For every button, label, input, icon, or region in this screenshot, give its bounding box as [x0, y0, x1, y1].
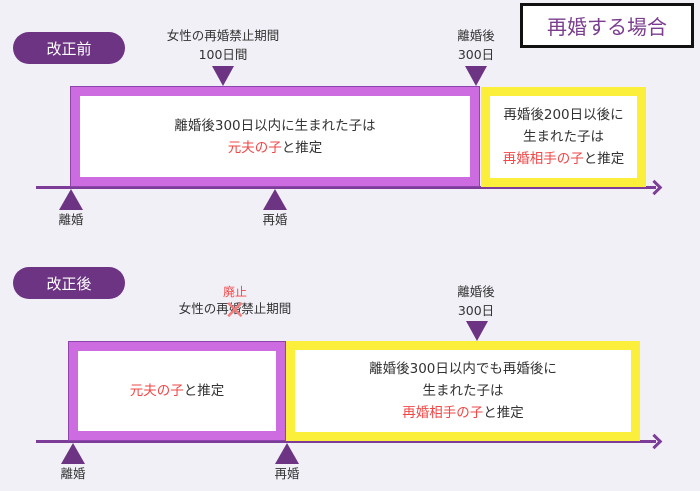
before-reform-pill: 改正前 — [13, 32, 125, 64]
after-day300-marker-icon — [466, 321, 488, 341]
before-divorce-marker-icon — [59, 189, 83, 210]
after-ex-husband-period-box: 元夫の子と推定 — [68, 341, 286, 441]
before-waiting-period-marker-icon — [212, 66, 234, 86]
before-new-husband-period-box: 再婚後200日以後に 生まれた子は 再婚相手の子と推定 — [481, 87, 646, 187]
before-yellow-box-line2: 生まれた子は — [523, 129, 604, 145]
ex-husband-child-highlight: 元夫の子 — [129, 383, 184, 399]
before-timeline-axis — [36, 186, 656, 189]
after-new-husband-period-box: 離婚後300日以内でも再婚後に 生まれた子は 再婚相手の子と推定 — [286, 341, 640, 441]
before-ex-husband-period-box: 離婚後300日以内に生まれた子は 元夫の子と推定 — [70, 86, 480, 187]
abolished-label: 廃止 — [222, 285, 247, 299]
day300-line1: 離婚後 — [457, 284, 495, 299]
after-timeline-arrow-icon — [646, 433, 663, 450]
day300-line2: 300日 — [457, 47, 495, 62]
before-remarriage-marker-icon — [263, 189, 287, 210]
after-purple-box-line1: 元夫の子と推定 — [130, 380, 225, 402]
before-yellow-box-line3: 再婚相手の子と推定 — [503, 148, 625, 170]
abolished-cross-icon: ✕ — [224, 296, 246, 326]
after-day300-label: 離婚後 300日 — [446, 282, 506, 320]
after-yellow-box-line2: 生まれた子は — [422, 383, 504, 399]
presumed-text: と推定 — [183, 383, 225, 399]
after-waiting-period-label: 女性の再婚禁止期間 — [178, 301, 292, 316]
before-day300-marker-icon — [465, 66, 487, 86]
day300-line2: 300日 — [457, 303, 495, 318]
before-timeline-arrow-icon — [646, 179, 663, 196]
before-purple-box-line2: 元夫の子と推定 — [174, 137, 375, 159]
ex-husband-child-highlight: 元夫の子 — [227, 139, 282, 156]
after-yellow-box-line3: 再婚相手の子と推定 — [369, 402, 557, 424]
after-remarriage-marker-icon — [275, 443, 299, 464]
before-remarriage-label: 再婚 — [262, 212, 288, 227]
after-divorce-label: 離婚 — [60, 466, 86, 481]
day300-line1: 離婚後 — [457, 28, 495, 43]
presumed-text: と推定 — [281, 139, 323, 156]
after-reform-pill: 改正後 — [13, 267, 125, 299]
before-yellow-box-line1: 再婚後200日以後に — [503, 107, 624, 123]
new-husband-child-highlight: 再婚相手の子 — [402, 405, 484, 421]
diagram-title: 再婚する場合 — [520, 3, 694, 48]
after-yellow-box-line1: 離婚後300日以内でも再婚後に — [369, 361, 557, 377]
before-day300-label: 離婚後 300日 — [446, 26, 506, 64]
before-purple-box-line1: 離婚後300日以内に生まれた子は — [174, 117, 376, 134]
after-remarriage-label: 再婚 — [274, 466, 300, 481]
new-husband-child-highlight: 再婚相手の子 — [502, 151, 584, 167]
after-divorce-marker-icon — [61, 443, 85, 464]
before-divorce-label: 離婚 — [58, 212, 84, 227]
after-timeline-axis — [36, 440, 656, 443]
presumed-text: と推定 — [583, 151, 625, 167]
presumed-text: と推定 — [483, 405, 524, 421]
waiting-period-line2: 100日間 — [198, 47, 248, 62]
waiting-period-line1: 女性の再婚禁止期間 — [166, 28, 280, 43]
before-waiting-period-label: 女性の再婚禁止期間 100日間 — [148, 26, 298, 64]
